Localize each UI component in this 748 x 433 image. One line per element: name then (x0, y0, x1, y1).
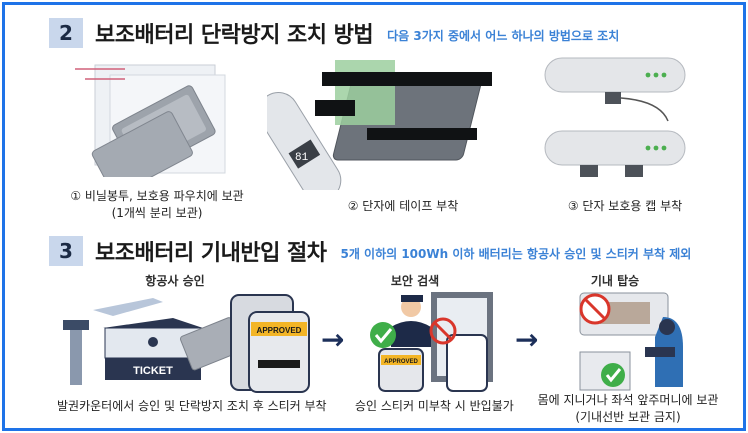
section-3-number: 3 (49, 236, 83, 266)
unapproved-battery (446, 334, 488, 392)
step-3-caption-line1: 몸에 지니거나 좌석 앞주머니에 보관 (537, 393, 719, 407)
prohibited-icon (429, 317, 457, 345)
section-2-title: 보조배터리 단락방지 조치 방법 (95, 23, 374, 48)
officer-body (391, 321, 431, 347)
airplane-icon (93, 298, 163, 316)
check-icon (374, 328, 393, 344)
prohibited-icon-slash (433, 321, 453, 341)
section-2-number: 2 (49, 18, 83, 48)
led-1 (645, 72, 651, 78)
battery-pack-2 (91, 111, 193, 177)
terminal-cap-3 (625, 165, 643, 177)
step-3-label: 기내 탑승 (590, 274, 640, 288)
ticket-sign: TICKET (133, 365, 173, 377)
approved-sticker-small-text: APPROVED (384, 359, 418, 365)
led-2 (653, 72, 659, 78)
led-4 (645, 145, 651, 151)
stick-readout: 81 (295, 152, 309, 164)
method-1-caption-line1: ① 비닐봉투, 보호용 파우치에 보관 (70, 189, 244, 203)
security-check-illustration: APPROVED (370, 292, 493, 392)
black-tape-2 (367, 128, 477, 140)
section-2-subtitle: 다음 3가지 중에서 어느 하나의 방법으로 조치 (387, 28, 620, 43)
black-tape-3 (315, 100, 355, 116)
led-5 (653, 145, 659, 151)
step-3-caption-line2: (기내선반 보관 금지) (575, 410, 681, 424)
method-1-caption: ① 비닐봉투, 보호용 파우치에 보관 (1개씩 분리 보관) (57, 188, 257, 222)
cable-1 (620, 97, 669, 122)
method-3-caption: ③ 단자 보호용 캡 부착 (567, 199, 683, 213)
ticket-counter-desk (105, 358, 201, 380)
agent-icon (148, 337, 158, 347)
led-3 (661, 72, 667, 78)
step-1-label: 항공사 승인 (145, 274, 205, 288)
section-3-subtitle: 5개 이하의 100Wh 이하 배터리는 항공사 승인 및 스티커 부착 제외 (340, 246, 692, 261)
passenger-head (659, 319, 675, 335)
terminal-cap-2 (580, 165, 598, 177)
step-1-caption: 발권카운터에서 승인 및 단락방지 조치 후 스티커 부착 (57, 399, 327, 413)
step-3-caption: 몸에 지니거나 좌석 앞주머니에 보관 (기내선반 보관 금지) (533, 392, 723, 426)
battery-terminal-tape (258, 360, 300, 368)
counter-roof (103, 318, 203, 328)
step-2-label: 보안 검색 (390, 274, 440, 288)
pouch-battery-illustration (75, 64, 226, 177)
led-6 (661, 145, 667, 151)
control-tower-top (63, 320, 89, 330)
approved-sticker-text: APPROVED (257, 326, 302, 335)
cap-battery-bottom (544, 130, 686, 166)
stick-display (288, 139, 321, 169)
check-icon-bg (370, 322, 396, 348)
approved-sticker (251, 322, 307, 336)
no-overhead-icon-slash (583, 297, 607, 321)
check-icon-bg-2 (601, 363, 625, 387)
method-1-caption-line2: (1개씩 분리 보관) (111, 206, 203, 220)
method-2-caption: ② 단자에 테이프 부착 (347, 199, 459, 213)
check-icon-2 (605, 368, 622, 383)
step-arrow-1: → (321, 323, 345, 356)
passenger-arm (645, 347, 675, 357)
bag-in-bin (600, 302, 650, 324)
section-2-header: 2 보조배터리 단락방지 조치 방법 다음 3가지 중에서 어느 하나의 방법으… (49, 18, 619, 48)
airline-counter-illustration: TICKET APPROVED (63, 294, 310, 393)
terminal-cap-1 (605, 92, 621, 104)
terminal-cap-illustration (544, 57, 686, 177)
step-arrow-2: → (515, 323, 539, 356)
step-2-caption: 승인 스티커 미부착 시 반입불가 (355, 399, 514, 413)
boarding-illustration (579, 292, 683, 391)
section-3-title: 보조배터리 기내반입 절차 (95, 241, 327, 266)
officer-cap (401, 295, 423, 302)
approved-sticker-small (381, 355, 421, 365)
black-tape-1 (322, 72, 492, 86)
section-3-header: 3 보조배터리 기내반입 절차 5개 이하의 100Wh 이하 배터리는 항공사… (49, 236, 691, 266)
taped-terminal-illustration: 81 (267, 60, 492, 190)
control-tower-body (70, 330, 82, 385)
